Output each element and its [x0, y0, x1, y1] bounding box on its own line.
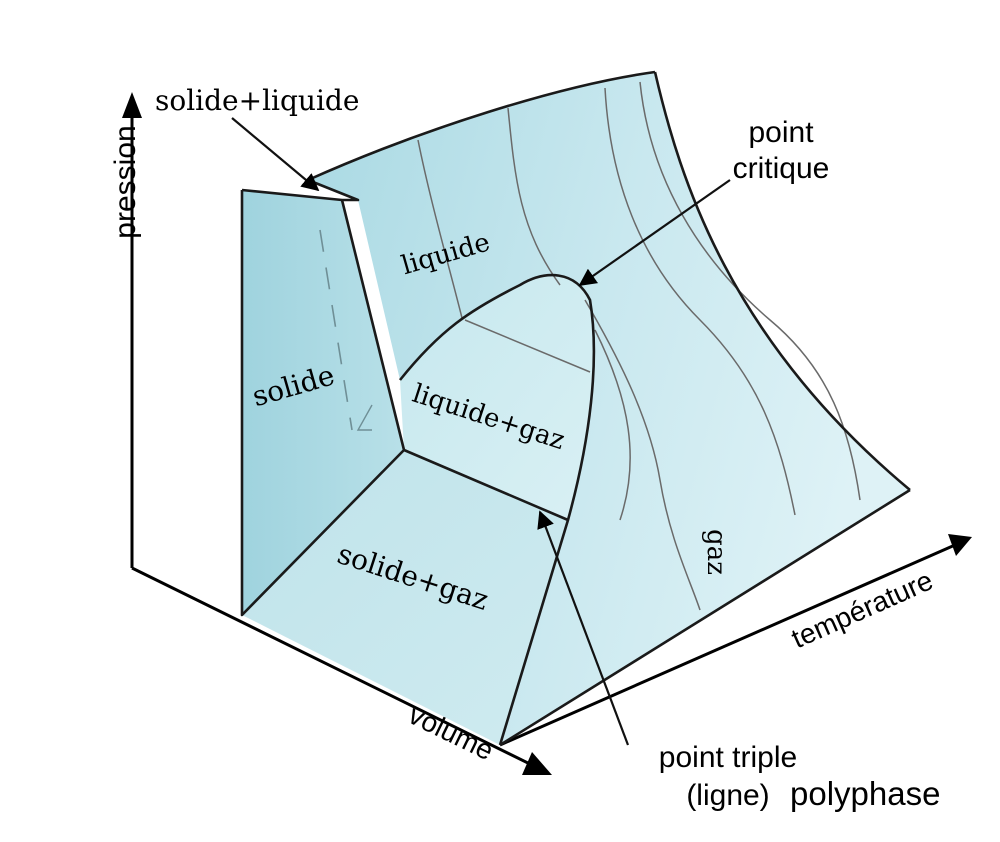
isotherm-2	[507, 107, 561, 286]
hidden-corner	[356, 404, 373, 431]
main-surface	[308, 72, 910, 745]
isotherm-6	[594, 329, 631, 521]
solid-gas-region	[242, 450, 568, 745]
critical-point-label-line2: critique	[733, 152, 830, 185]
gas-label: gaz	[701, 529, 731, 575]
saturation-dome-edge	[398, 273, 596, 746]
volume-axis-arrow-icon	[522, 752, 552, 775]
temperature-axis-line	[499, 543, 956, 747]
triple-point-label-line2: (ligne)	[686, 779, 769, 812]
pressure-axis-arrow-icon	[122, 92, 142, 118]
solid-face	[242, 190, 404, 615]
solid-liquid-label: solide+liquide	[155, 84, 359, 117]
isotherm-4	[639, 81, 861, 501]
solid-hidden-edge	[319, 229, 353, 431]
temperature-axis-arrow-icon	[948, 534, 972, 556]
critical-point-callout-arrow-icon	[578, 179, 731, 287]
triple-point-label-line1: point triple	[659, 741, 797, 774]
volume-axis-line	[131, 566, 533, 767]
critical-point-label-line1: point	[748, 116, 814, 149]
isotherm-1	[417, 139, 463, 319]
triple-point-callout-arrow-icon	[537, 510, 630, 746]
pressure-axis-label: pression	[109, 125, 142, 238]
solid-edge	[240, 190, 405, 617]
polyphase-label: polyphase	[790, 775, 940, 812]
solid-liquid-callout-arrow-icon	[231, 117, 320, 192]
right-edge	[653, 71, 911, 491]
solid-top-edge	[241, 178, 360, 202]
top-edge	[307, 70, 656, 182]
tie-line	[464, 319, 591, 373]
liquid-gas-region	[400, 275, 594, 520]
isotherm-5	[584, 299, 701, 611]
isotherm-3	[604, 87, 796, 516]
front-edge	[499, 488, 911, 747]
